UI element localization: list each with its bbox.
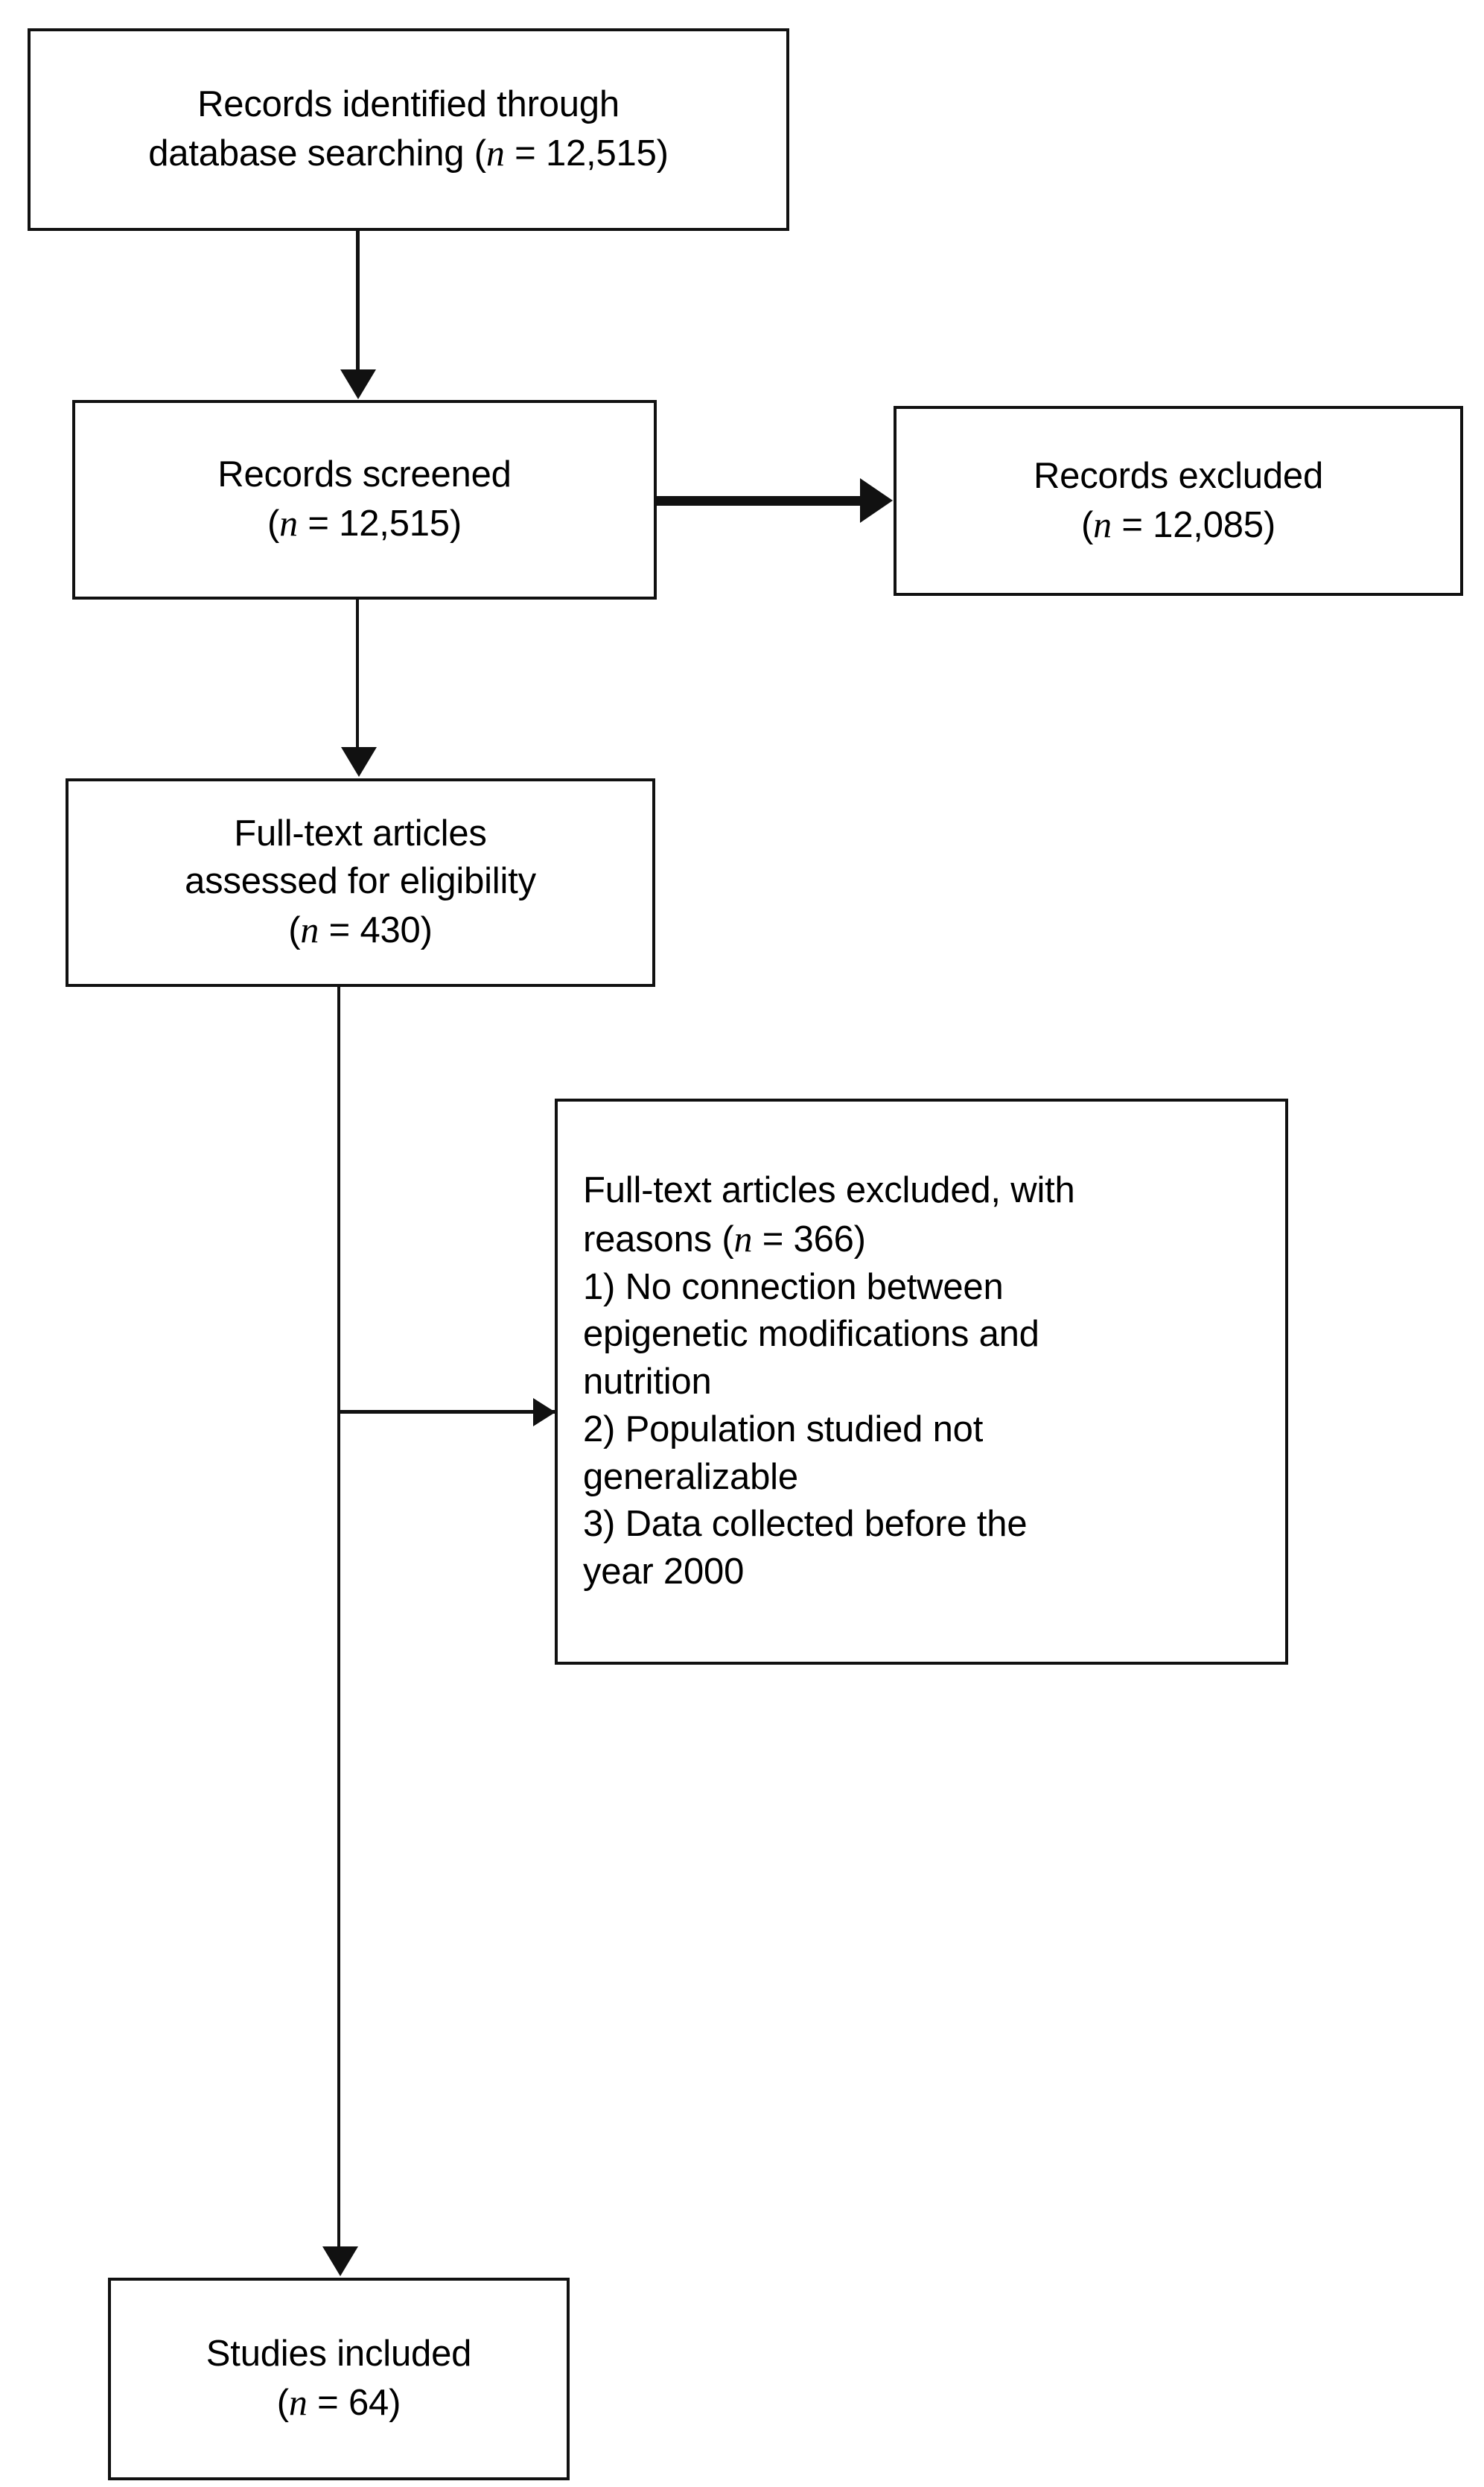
fulltext-excluded-reason-1-line-2: epigenetic modifications and [583, 1314, 1039, 1355]
node-records-identified: Records identified through database sear… [28, 28, 789, 231]
arrowhead-trunk-to-fulltext-excluded [533, 1398, 555, 1426]
node-records-excluded: Records excluded (n = 12,085) [894, 406, 1463, 596]
studies-included-line-2: (n = 64) [276, 2381, 401, 2423]
fulltext-excluded-reason-2-line-2: generalizable [583, 1456, 798, 1497]
connector-screened-to-fulltext [356, 600, 359, 749]
connector-trunk-to-fulltext-excluded [339, 1410, 562, 1414]
n-symbol: n [733, 1218, 753, 1260]
studies-included-line-1: Studies included [206, 2334, 472, 2375]
fulltext-excluded-line-1: Full-text articles excluded, with [583, 1170, 1075, 1211]
connector-screened-to-excluded [657, 496, 864, 506]
connector-fulltext-to-included [337, 987, 340, 2253]
records-excluded-line-1: Records excluded [1033, 455, 1323, 496]
n-symbol: n [300, 908, 319, 950]
fulltext-excluded-reason-3-line-2: year 2000 [583, 1551, 745, 1592]
n-symbol: n [288, 2381, 308, 2423]
records-excluded-line-2: (n = 12,085) [1081, 503, 1276, 545]
node-fulltext-assessed: Full-text articles assessed for eligibil… [66, 778, 655, 987]
fulltext-assessed-line-3: (n = 430) [288, 908, 433, 950]
fulltext-assessed-line-1: Full-text articles [234, 813, 487, 854]
fulltext-excluded-reason-2-line-1: 2) Population studied not [583, 1408, 984, 1449]
arrowhead-screened-to-fulltext [341, 747, 377, 777]
records-screened-line-1: Records screened [217, 454, 512, 495]
fulltext-excluded-reason-1-line-3: nutrition [583, 1362, 712, 1403]
node-fulltext-excluded: Full-text articles excluded, with reason… [555, 1099, 1288, 1665]
node-studies-included: Studies included (n = 64) [108, 2278, 570, 2480]
n-symbol: n [279, 502, 298, 544]
arrowhead-screened-to-excluded [860, 478, 893, 523]
node-records-screened: Records screened (n = 12,515) [72, 400, 657, 600]
records-identified-line-1: Records identified through [197, 84, 620, 125]
connector-identified-to-screened [356, 231, 360, 372]
fulltext-excluded-reason-1-line-1: 1) No connection between [583, 1266, 1004, 1307]
n-symbol: n [1093, 503, 1112, 545]
records-screened-line-2: (n = 12,515) [267, 502, 462, 544]
arrowhead-fulltext-to-included [322, 2246, 358, 2276]
n-symbol: n [485, 132, 505, 174]
fulltext-assessed-line-2: assessed for eligibility [185, 861, 536, 902]
fulltext-excluded-line-2: reasons (n = 366) [583, 1218, 866, 1260]
arrowhead-identified-to-screened [340, 369, 376, 399]
fulltext-excluded-reason-3-line-1: 3) Data collected before the [583, 1504, 1028, 1545]
records-identified-line-2: database searching (n = 12,515) [148, 132, 669, 174]
